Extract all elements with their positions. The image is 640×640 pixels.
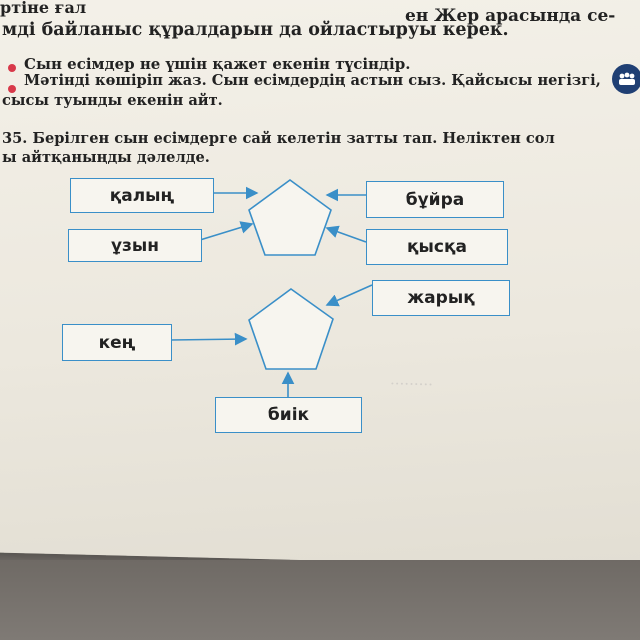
word-box-uzyn: ұзын [68,229,202,262]
task-continuation: ы айтқаныңды дәлелде. [2,149,210,166]
bullet-continuation: сысы туынды екенін айт. [2,92,223,109]
word-box-biik: биік [215,397,362,433]
bullet-marker-2 [8,85,16,93]
header-line-1-right: ен Жер арасында се- [405,6,616,26]
word-box-kalyn: қалың [70,178,214,213]
bullet-marker-1 [8,64,16,72]
task-heading: 35. Берілген сын есімдерге сай келетін з… [2,130,555,147]
arrow-ken [169,332,248,346]
arrow-kyska [325,225,367,243]
header-line-1-left: ртіне ғал [0,0,87,17]
pentagon-shape-2 [248,288,334,370]
pentagon-shape-1 [248,179,332,256]
bullet-text-2: Мәтінді көшіріп жаз. Сын есімдердің асты… [24,72,601,89]
arrow-uzyn [199,221,254,241]
word-box-buira: бұйра [366,181,504,218]
desk-background [0,560,640,640]
arrow-zharyk [325,284,373,307]
word-box-kyska: қысқа [366,229,508,265]
word-box-ken: кең [62,324,172,361]
word-box-zharyk: жарық [372,280,510,316]
header-line-2: мді байланыс құралдарын да ойластыруы ке… [2,20,509,40]
bullet-text-1: Сын есімдер не үшін қажет екенін түсінді… [24,55,411,73]
margin-group-icon [612,64,640,94]
